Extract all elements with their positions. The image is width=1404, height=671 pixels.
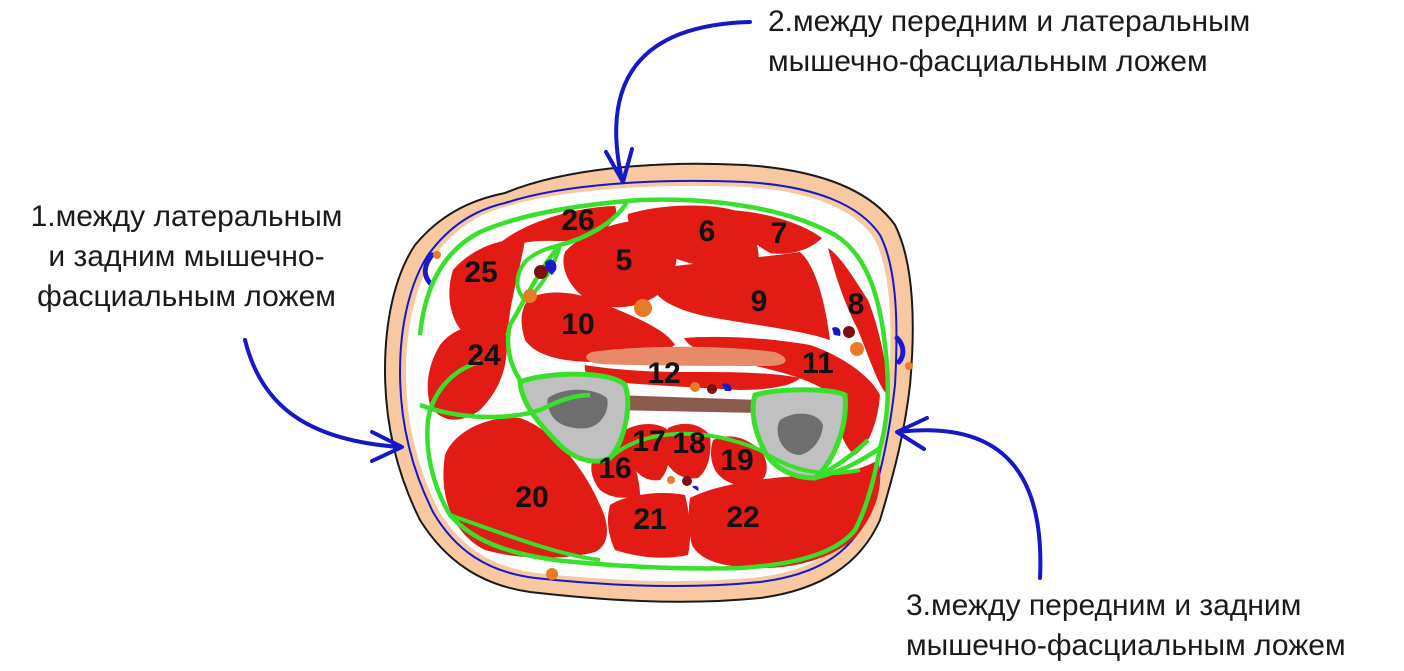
artery-dot bbox=[682, 476, 692, 486]
muscle-9-label: 9 bbox=[751, 285, 768, 318]
arrow-septum-1 bbox=[245, 340, 400, 447]
superficial-nerve-dot bbox=[433, 251, 441, 259]
muscle-12-label: 12 bbox=[647, 357, 680, 390]
nerve-dot bbox=[523, 289, 537, 303]
arrow-septum-2 bbox=[616, 22, 750, 180]
caption-septum-3-line-2: мышечно-фасциальным ложем bbox=[906, 626, 1346, 666]
muscle-17-label: 17 bbox=[632, 425, 665, 458]
artery-dot bbox=[843, 326, 855, 338]
nerve-dot bbox=[634, 299, 652, 317]
artery-dot bbox=[707, 384, 717, 394]
muscle-7-label: 7 bbox=[771, 217, 788, 250]
muscle-16-label: 16 bbox=[598, 452, 631, 485]
caption-septum-2-line-2: мышечно-фасциальным ложем bbox=[768, 42, 1250, 82]
caption-septum-2: 2.между передним и латеральным мышечно-ф… bbox=[768, 2, 1250, 82]
muscle-20-label: 20 bbox=[515, 481, 548, 514]
muscle-24-label: 24 bbox=[467, 339, 501, 372]
muscle-19-label: 19 bbox=[720, 444, 753, 477]
muscle-6-label: 6 bbox=[699, 215, 716, 248]
caption-septum-1-line-2: и задним мышечно- bbox=[14, 237, 359, 277]
caption-septum-2-line-1: 2.между передним и латеральным bbox=[768, 2, 1250, 42]
muscle-22-label: 22 bbox=[726, 501, 759, 534]
nerve-dot bbox=[667, 476, 675, 484]
muscle-25-label: 25 bbox=[464, 256, 497, 289]
caption-septum-3-line-1: 3.между передним и задним bbox=[906, 586, 1346, 626]
caption-septum-1-line-3: фасциальным ложем bbox=[14, 277, 359, 317]
muscle-5-label: 5 bbox=[616, 244, 633, 277]
nerve-dot bbox=[690, 382, 700, 392]
muscle-8-label: 8 bbox=[848, 288, 865, 321]
superficial-nerve-dot bbox=[905, 362, 913, 370]
muscle-21-label: 21 bbox=[633, 503, 666, 536]
muscle-26-label: 26 bbox=[561, 204, 594, 237]
caption-septum-3: 3.между передним и задним мышечно-фасциа… bbox=[906, 586, 1346, 666]
muscle-18-label: 18 bbox=[672, 427, 705, 460]
muscle-11-label: 11 bbox=[802, 347, 834, 380]
caption-septum-1: 1.между латеральным и задним мышечно- фа… bbox=[14, 197, 359, 317]
arrow-septum-3 bbox=[898, 430, 1040, 578]
caption-septum-1-line-1: 1.между латеральным bbox=[14, 197, 359, 237]
muscle-10-label: 10 bbox=[561, 308, 594, 341]
nerve-dot bbox=[850, 342, 864, 356]
superficial-nerve-dot bbox=[546, 568, 558, 580]
